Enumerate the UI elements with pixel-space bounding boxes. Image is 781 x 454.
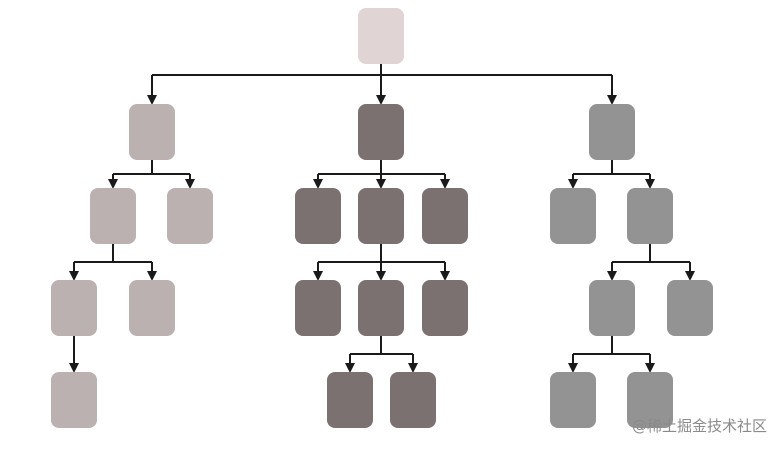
- tree-node: [129, 104, 175, 160]
- tree-node: [90, 188, 136, 244]
- tree-node: [627, 372, 673, 428]
- tree-node: [167, 188, 213, 244]
- tree-node: [390, 372, 436, 428]
- tree-node: [358, 104, 404, 160]
- tree-node: [295, 188, 341, 244]
- tree-node-root: [358, 8, 404, 64]
- tree-node: [589, 280, 635, 336]
- tree-node: [295, 280, 341, 336]
- watermark-text: @稀土掘金技术社区: [631, 417, 767, 435]
- tree-node: [51, 280, 97, 336]
- tree-node: [667, 280, 713, 336]
- tree-node: [550, 188, 596, 244]
- tree-node: [358, 280, 404, 336]
- tree-node: [550, 372, 596, 428]
- tree-node: [422, 188, 468, 244]
- tree-node: [589, 104, 635, 160]
- tree-node: [358, 188, 404, 244]
- tree-node: [327, 372, 373, 428]
- tree-node: [51, 372, 97, 428]
- tree-node: [627, 188, 673, 244]
- tree-node: [422, 280, 468, 336]
- tree-node: [129, 280, 175, 336]
